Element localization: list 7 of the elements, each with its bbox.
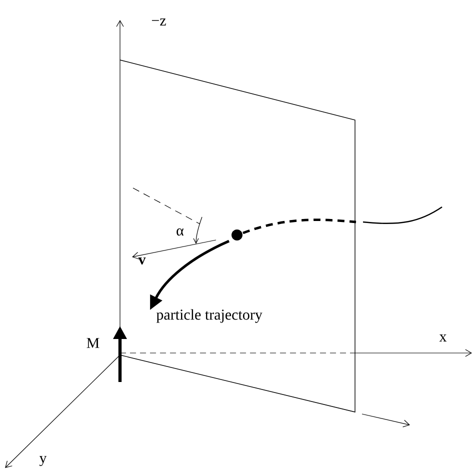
axis-label: −z [152, 18, 166, 26]
axis-label: particle trajectory [156, 309, 262, 323]
axis-label: y [39, 456, 47, 466]
axis-label: α [176, 228, 184, 236]
axis-label: v [138, 258, 146, 265]
axis-label: x [439, 334, 447, 342]
axis-label: M [86, 338, 100, 348]
